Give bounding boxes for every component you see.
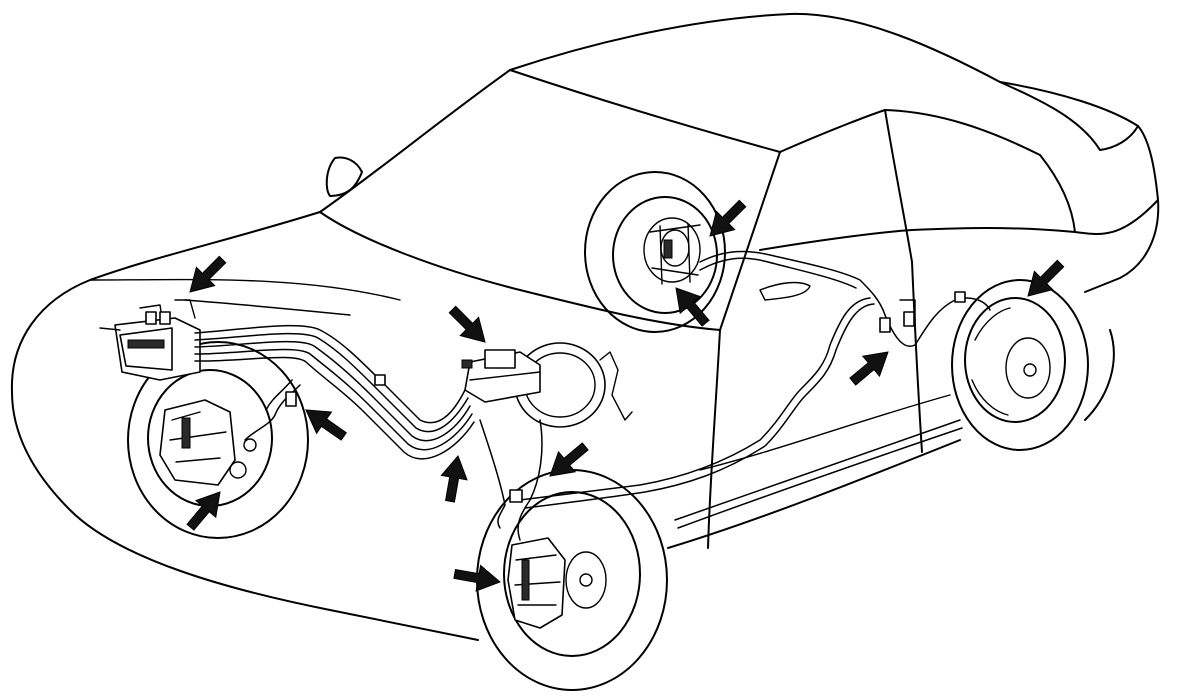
car-body-outline xyxy=(10,12,1160,641)
rear-left-wheel xyxy=(584,171,726,333)
rear-left-brake-lower-arrow xyxy=(675,287,710,327)
rear-right-wheel xyxy=(951,279,1089,451)
abs-actuator-arrow xyxy=(189,255,227,293)
brake-line-junction-arrow xyxy=(440,455,468,503)
brake-fittings xyxy=(285,291,966,503)
master-cylinder-arrow xyxy=(448,305,486,343)
rear-flex-hose-arrow xyxy=(849,351,889,386)
arrow-group xyxy=(186,199,1065,592)
abs-actuator xyxy=(99,299,201,381)
rear-left-brake-upper-arrow xyxy=(709,199,747,237)
front-left-caliper-arrow xyxy=(186,491,221,531)
front-right-wheel xyxy=(476,469,668,691)
front-right-caliper-arrow xyxy=(453,564,501,592)
brake-lines xyxy=(184,250,991,541)
front-left-brake-hose-arrow xyxy=(305,409,347,441)
front-right-brake-hose-arrow xyxy=(549,442,589,477)
rear-right-brake-arrow xyxy=(1027,259,1065,297)
master-cylinder xyxy=(461,349,541,403)
front-left-wheel xyxy=(127,341,309,539)
